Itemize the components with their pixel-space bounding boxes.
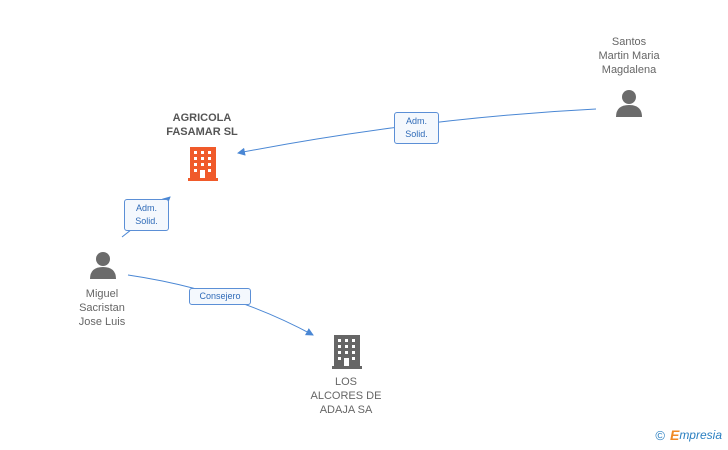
label-line: Santos [611, 36, 647, 48]
relation-label: Adm. [135, 203, 157, 213]
label-line: Martin Maria [598, 50, 660, 62]
label-line: ADAJA SA [319, 404, 373, 416]
label-line: FASAMAR SL [166, 126, 238, 138]
person-icon[interactable] [90, 252, 116, 279]
brand-logo: © E mpresia [655, 427, 722, 443]
label-line: Jose Luis [78, 316, 126, 328]
relation-badge-miguel-alcores[interactable]: Consejero [189, 288, 251, 305]
relation-label: Adm. [405, 116, 427, 126]
label-line: Miguel [85, 288, 119, 300]
company-label-agricola[interactable]: AGRICOLA FASAMAR SL [150, 111, 254, 139]
person-label-santos[interactable]: Santos Martin Maria Magdalena [574, 35, 684, 77]
edge-miguel-to-alcores [127, 274, 314, 336]
relation-badge-santos-agricola[interactable]: Adm. Solid. [394, 112, 439, 144]
person-label-miguel[interactable]: Miguel Sacristan Jose Luis [50, 287, 154, 329]
brand-name: mpresia [679, 428, 722, 442]
brand-initial: E [669, 427, 680, 443]
label-line: AGRICOLA [172, 112, 232, 124]
company-label-alcores[interactable]: LOS ALCORES DE ADAJA SA [294, 375, 398, 417]
label-line: Sacristan [79, 302, 125, 314]
relation-label: Consejero [199, 291, 241, 301]
person-icon[interactable] [616, 90, 642, 117]
copyright-symbol: © [655, 427, 665, 443]
relation-badge-miguel-agricola[interactable]: Adm. Solid. [124, 199, 169, 231]
building-icon[interactable] [332, 335, 362, 369]
relation-label: Solid. [405, 129, 428, 139]
relation-label: Solid. [135, 216, 158, 226]
label-line: ALCORES DE [310, 390, 382, 402]
building-icon[interactable] [188, 147, 218, 181]
label-line: LOS [334, 376, 357, 388]
label-line: Magdalena [601, 64, 657, 76]
